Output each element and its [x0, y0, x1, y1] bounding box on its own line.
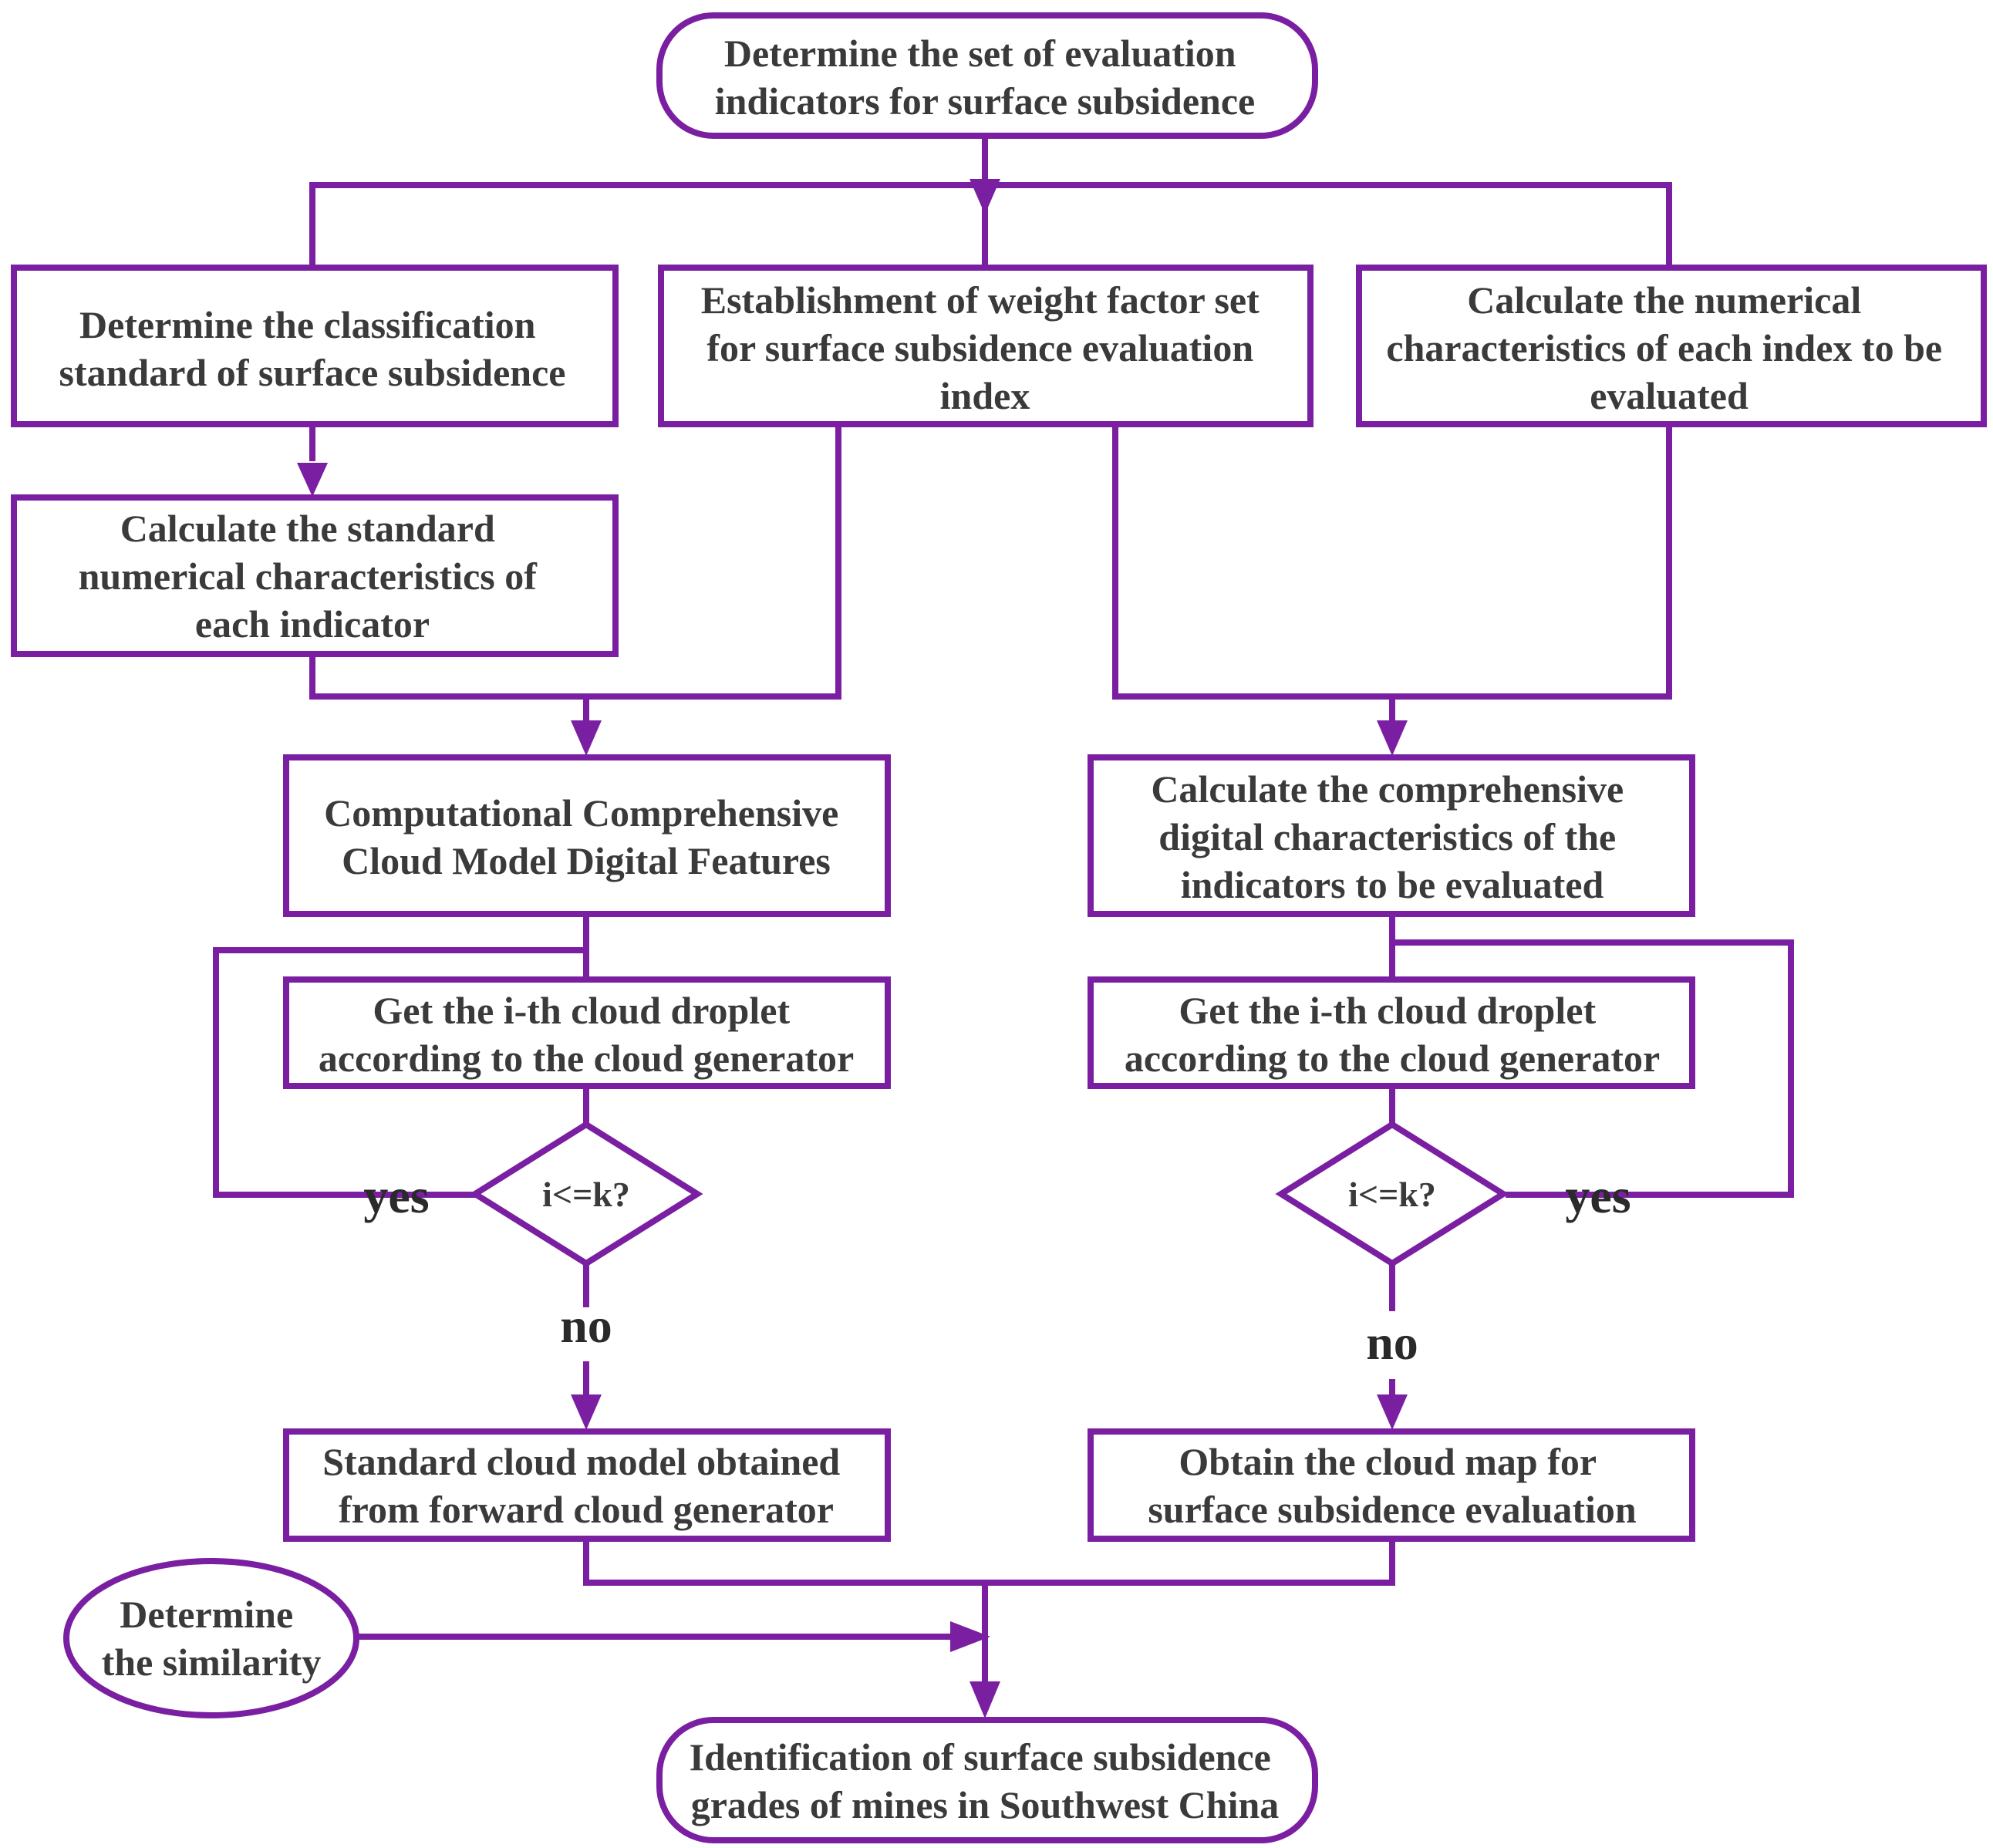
numerical-line-1: Calculate the numerical: [1467, 278, 1861, 322]
arrowhead-similarity: [950, 1621, 990, 1652]
node-labels: Determine the set of evaluation indicato…: [59, 32, 1951, 1826]
numerical-line-2: characteristics of each index to be: [1386, 326, 1942, 369]
arrowhead-result: [970, 1681, 1000, 1718]
result-line-2: grades of mines in Southwest China: [691, 1783, 1280, 1826]
no-label-right: no: [1366, 1315, 1418, 1370]
standard-numerical-line-2: numerical characteristics of: [79, 555, 538, 598]
start-line-1: Determine the set of evaluation: [724, 32, 1236, 75]
similarity-ellipse: [63, 1558, 359, 1718]
standard-cloud-text: Standard cloud model obtained from forwa…: [322, 1440, 849, 1531]
numerical-text: Calculate the numerical characteristics …: [1386, 278, 1951, 417]
no-label-left: no: [560, 1298, 612, 1353]
arrowheads: [297, 179, 1408, 1718]
arrowhead-start: [970, 179, 1000, 214]
comprehensive-digital-box: [1088, 754, 1695, 917]
similarity-line-2: the similarity: [102, 1641, 322, 1684]
arrowhead-no-left: [571, 1394, 602, 1430]
branch-labels: yes yes no no: [363, 1168, 1630, 1370]
arrowhead-classification: [297, 463, 328, 497]
result-terminal: [656, 1717, 1318, 1843]
droplet-right-text: Get the i-th cloud droplet according to …: [1125, 989, 1660, 1080]
weight-line-2: for surface subsidence evaluation: [706, 326, 1253, 369]
classification-line-2: standard of surface subsidence: [59, 351, 566, 394]
comprehensive-digital-line-1: Calculate the comprehensive: [1151, 767, 1624, 811]
arrowhead-left-merge: [571, 720, 602, 756]
standard-cloud-box: [283, 1428, 891, 1542]
comprehensive-cloud-line-1: Computational Comprehensive: [324, 791, 838, 835]
decision-left-diamond: [469, 1121, 703, 1267]
connector-standard-to-merge: [309, 425, 841, 700]
shapes: [11, 12, 1987, 1843]
weight-box: [658, 265, 1313, 427]
weight-line-3: index: [940, 374, 1030, 417]
decision-right-text: i<=k?: [1348, 1175, 1436, 1214]
start-terminal: [656, 12, 1318, 139]
classification-line-1: Determine the classification: [79, 303, 536, 346]
classification-text: Determine the classification standard of…: [59, 303, 566, 394]
connector-right-merge: [1112, 425, 1672, 700]
weight-text: Establishment of weight factor set for s…: [701, 278, 1270, 417]
droplet-left-line-2: according to the cloud generator: [319, 1037, 854, 1080]
droplet-right-box: [1088, 976, 1695, 1089]
comprehensive-cloud-line-2: Cloud Model Digital Features: [342, 839, 831, 882]
numerical-line-3: evaluated: [1590, 374, 1749, 417]
connector-bottom-merge: [583, 1539, 1395, 1586]
connector-loop-left: [213, 947, 586, 1198]
standard-cloud-line-1: Standard cloud model obtained: [322, 1440, 840, 1483]
numerical-box: [1356, 265, 1987, 427]
start-line-2: indicators for surface subsidence: [715, 79, 1255, 123]
result-line-1: Identification of surface subsidence: [690, 1735, 1271, 1779]
weight-line-1: Establishment of weight factor set: [701, 278, 1260, 322]
cloud-map-line-2: surface subsidence evaluation: [1148, 1488, 1637, 1531]
similarity-text: Determine the similarity: [102, 1593, 322, 1684]
standard-numerical-line-3: each indicator: [195, 602, 430, 646]
classification-box: [11, 265, 619, 427]
standard-cloud-line-2: from forward cloud generator: [339, 1488, 834, 1531]
decision-right-diamond: [1275, 1121, 1509, 1267]
standard-numerical-box: [11, 494, 619, 657]
droplet-left-box: [283, 976, 891, 1089]
droplet-right-line-2: according to the cloud generator: [1125, 1037, 1660, 1080]
comprehensive-digital-line-3: indicators to be evaluated: [1181, 863, 1604, 906]
result-text: Identification of surface subsidence gra…: [690, 1735, 1281, 1826]
droplet-left-line-1: Get the i-th cloud droplet: [373, 989, 790, 1032]
cloud-map-text: Obtain the cloud map for surface subside…: [1148, 1440, 1637, 1531]
comprehensive-cloud-box: [283, 754, 891, 917]
yes-label-right: yes: [1565, 1168, 1630, 1223]
droplet-left-text: Get the i-th cloud droplet according to …: [319, 989, 854, 1080]
connectors: [213, 137, 1794, 1681]
comprehensive-digital-text: Calculate the comprehensive digital char…: [1151, 767, 1633, 906]
cloud-map-box: [1088, 1428, 1695, 1542]
arrowhead-no-right: [1377, 1394, 1408, 1430]
droplet-right-line-1: Get the i-th cloud droplet: [1179, 989, 1596, 1032]
standard-numerical-text: Calculate the standard numerical charact…: [79, 507, 547, 646]
similarity-line-1: Determine: [120, 1593, 293, 1636]
comprehensive-cloud-text: Computational Comprehensive Cloud Model …: [324, 791, 848, 882]
decision-left-text: i<=k?: [542, 1175, 630, 1214]
comprehensive-digital-line-2: digital characteristics of the: [1158, 815, 1616, 858]
cloud-map-line-1: Obtain the cloud map for: [1179, 1440, 1597, 1483]
standard-numerical-line-1: Calculate the standard: [120, 507, 495, 550]
yes-label-left: yes: [363, 1168, 429, 1223]
connector-loop-right: [1392, 939, 1794, 1198]
arrowhead-right-merge: [1377, 720, 1408, 756]
start-text: Determine the set of evaluation indicato…: [715, 32, 1255, 123]
